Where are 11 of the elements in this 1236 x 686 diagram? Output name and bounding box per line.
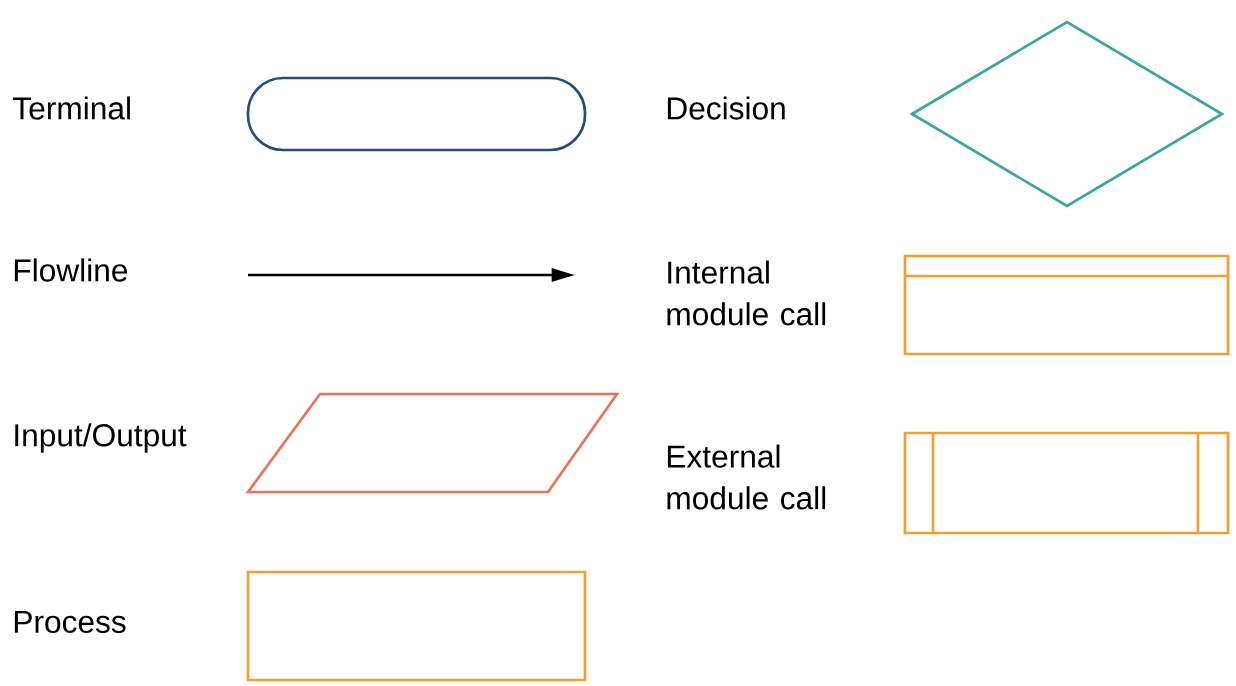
symbol-label: External module call: [667, 444, 826, 510]
symbol-label: Process: [14, 610, 126, 634]
symbol-label: Internal module call: [667, 260, 826, 326]
symbol-label: Decision: [667, 96, 785, 120]
process-symbol: [246, 570, 587, 682]
external-module-symbol: [903, 431, 1230, 535]
internal-module-symbol: [903, 254, 1230, 356]
terminal-symbol: [246, 76, 587, 152]
symbol-label: Flowline: [14, 258, 128, 282]
symbol-label: Terminal: [13, 96, 130, 120]
symbol-label: Input/Output: [15, 423, 187, 453]
